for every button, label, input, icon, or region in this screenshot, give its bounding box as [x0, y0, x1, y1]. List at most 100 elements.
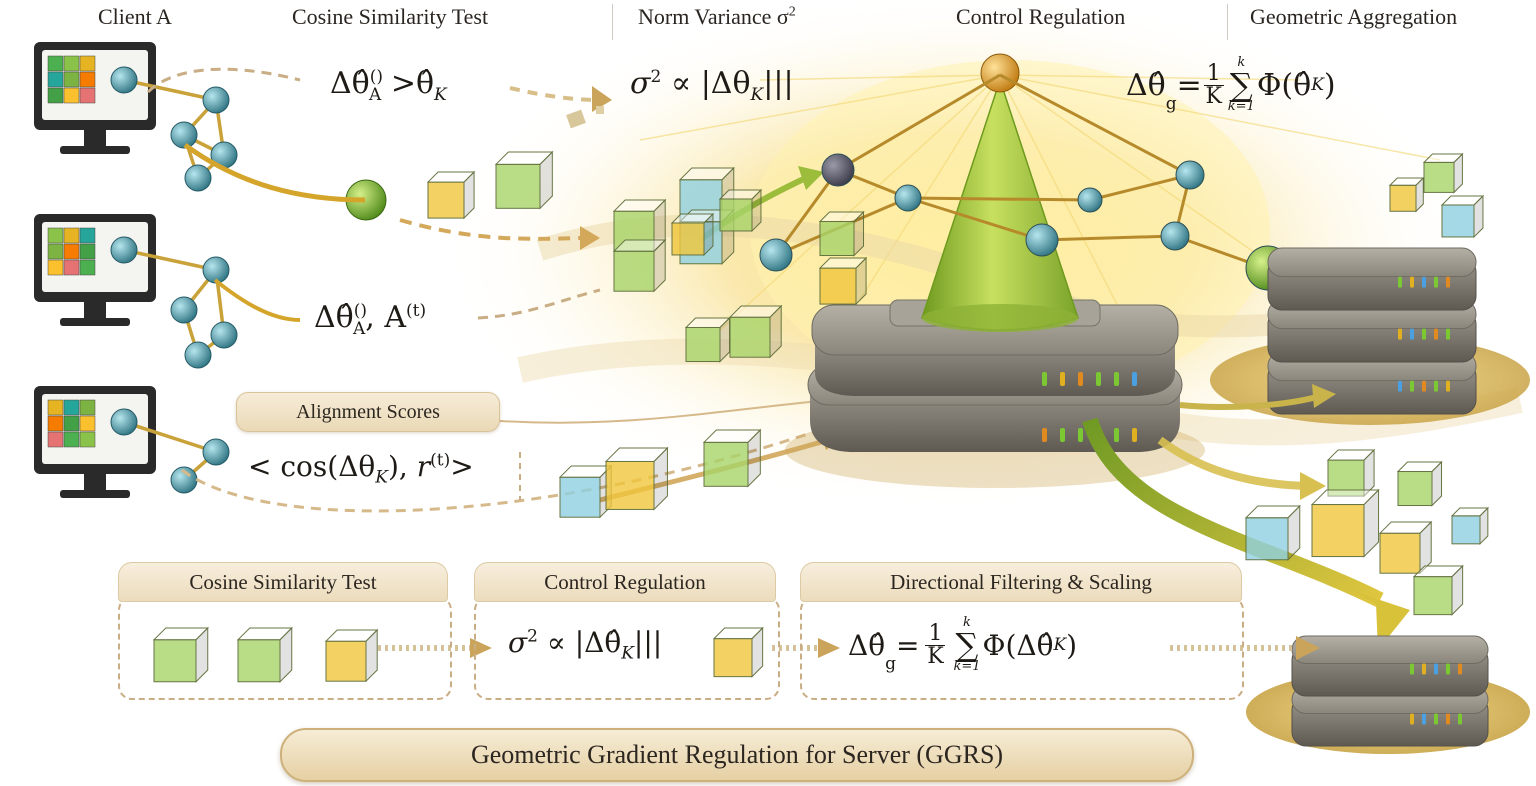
top-arrow — [509, 86, 601, 102]
client-connectors — [146, 67, 831, 513]
arrowhead-to-bottom-server — [1350, 590, 1410, 650]
light-rays — [639, 74, 1441, 341]
client-monitor-3 — [34, 386, 156, 498]
header-cosine: Cosine Similarity Test — [292, 4, 489, 29]
arrowhead-client-1 — [580, 226, 600, 250]
bottom-server-stack — [1246, 635, 1530, 754]
data-cube — [1450, 506, 1490, 546]
footer-title: Geometric Gradient Regulation for Server… — [280, 728, 1194, 782]
data-cube — [1396, 460, 1443, 507]
header-norm-variance: Norm Variance σ2 — [638, 4, 796, 29]
connector-client-1 — [146, 67, 301, 94]
server-led — [1078, 428, 1083, 442]
client-node — [110, 236, 138, 264]
formula-alignment: < cos(ΔθK), r(t)> — [248, 450, 474, 488]
arrowhead-to-network — [798, 166, 824, 190]
server-led — [1446, 663, 1450, 675]
client-monitor-1 — [34, 42, 156, 154]
top-arrow-fleck-2 — [596, 106, 604, 114]
data-cube — [1422, 152, 1464, 194]
server-led — [1410, 328, 1414, 340]
data-cube — [1310, 488, 1380, 558]
top-arrow-fleck — [566, 109, 586, 129]
server-led — [1446, 276, 1450, 288]
network-node — [894, 184, 922, 212]
arrow-to-bottom-server — [1082, 417, 1384, 608]
data-cube — [702, 428, 762, 488]
data-cube — [152, 626, 209, 683]
client-node — [202, 438, 230, 466]
connector-client-2 — [213, 278, 301, 322]
server-led — [1422, 328, 1426, 340]
network-node — [1077, 187, 1103, 213]
server-led — [1060, 428, 1065, 442]
data-cube — [426, 170, 476, 220]
server-led — [1434, 328, 1438, 340]
data-cube — [1244, 504, 1301, 561]
server-led — [1078, 372, 1083, 386]
client-node — [170, 296, 198, 324]
panel-cosine-title: Cosine Similarity Test — [118, 562, 448, 602]
header-geometric: Geometric Aggregation — [1250, 4, 1458, 29]
server-led — [1422, 380, 1426, 392]
client-node-tree-2 — [110, 236, 238, 369]
network-node — [1175, 160, 1205, 190]
network-node — [1025, 223, 1059, 257]
data-cube — [1412, 564, 1464, 616]
client-node — [184, 164, 212, 192]
arrowhead-to-right-cubes — [1300, 472, 1326, 500]
data-cube — [718, 188, 763, 233]
formula-client-2: Δθ̂()A, A(t) — [314, 300, 427, 339]
server-led — [1042, 428, 1047, 442]
server-led — [1398, 276, 1402, 288]
data-cube — [1378, 520, 1433, 575]
data-cube — [1326, 448, 1376, 498]
server-led — [1114, 428, 1119, 442]
agg-fraction: 1 K — [1203, 60, 1224, 109]
arrowhead-panel-3-server — [1296, 636, 1320, 660]
connector-client-3 — [181, 428, 821, 513]
client-node — [170, 121, 198, 149]
data-cube — [1440, 194, 1485, 239]
client-node-tree-1 — [110, 66, 238, 192]
server-led — [1446, 328, 1450, 340]
data-cube — [670, 212, 715, 257]
arrowhead-panel-2-3 — [818, 638, 840, 658]
server-led — [1434, 276, 1438, 288]
panel-control-title: Control Regulation — [474, 562, 776, 602]
data-cube — [728, 304, 783, 359]
server-led — [1132, 372, 1137, 386]
server-led — [1132, 428, 1137, 442]
header-sep-2 — [1227, 4, 1228, 40]
header-client: Client A — [98, 4, 172, 29]
server-led — [1398, 328, 1402, 340]
panel-cosine — [118, 596, 452, 700]
header-control: Control Regulation — [956, 4, 1126, 29]
data-cube — [558, 464, 613, 519]
client-node — [202, 86, 230, 114]
data-cube — [604, 446, 669, 511]
panel-directional-title: Directional Filtering & Scaling — [800, 562, 1242, 602]
arrow-to-right-cubes — [1157, 436, 1311, 490]
formula-sigma: σ2 ∝ |ΔθK||| — [630, 66, 794, 105]
server-led — [1060, 372, 1065, 386]
central-cone-base — [922, 304, 1078, 332]
server-led — [1410, 276, 1414, 288]
server-led — [1422, 663, 1426, 675]
client-node — [210, 321, 238, 349]
server-led — [1446, 713, 1450, 725]
data-cube — [818, 256, 868, 306]
header-norm-variance-exp: 2 — [788, 4, 796, 20]
network-node — [821, 153, 855, 187]
header-sep-1 — [612, 4, 613, 40]
server-led — [1422, 713, 1426, 725]
server-led — [1434, 713, 1438, 725]
client-node — [110, 66, 138, 94]
client-node — [110, 408, 138, 436]
data-cube — [236, 626, 293, 683]
data-cube — [684, 316, 731, 363]
network-node — [1160, 221, 1190, 251]
data-cube — [818, 210, 865, 257]
server-led — [1446, 380, 1450, 392]
arrow-to-right-server — [1179, 393, 1321, 410]
